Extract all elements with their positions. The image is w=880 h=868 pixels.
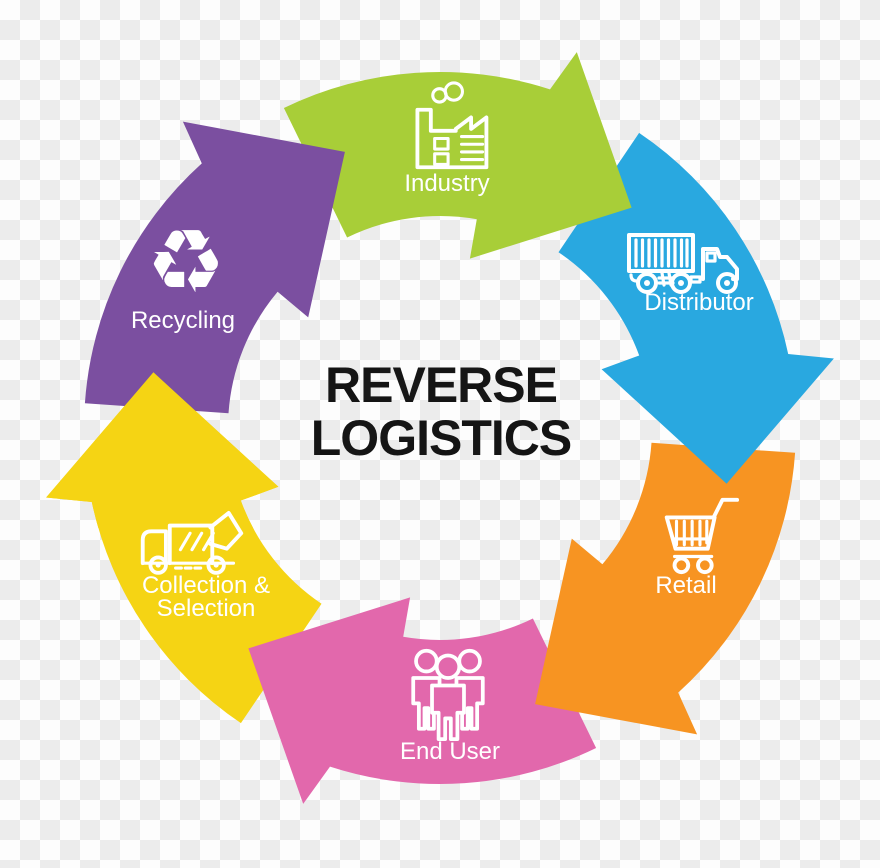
- diagram-title-line1: REVERSE: [325, 357, 558, 413]
- label-end-user: End User: [399, 738, 501, 765]
- garbage-truck-icon: [135, 501, 249, 579]
- label-retail: Retail: [655, 572, 717, 599]
- label-industry: Industry: [404, 170, 490, 197]
- arrow-collection-head-overlap: [46, 372, 279, 528]
- diagram-title: REVERSE LOGISTICS: [310, 357, 572, 466]
- label-distributor: Distributor: [644, 289, 754, 316]
- recycle-icon: ♻: [146, 210, 226, 313]
- arrow-retail: [535, 442, 796, 735]
- arrow-recycling: [84, 121, 345, 414]
- label-collection-line1: Collection &: [141, 572, 271, 599]
- factory-icon: [400, 81, 500, 173]
- label-collection-line2: Selection: [156, 595, 256, 622]
- label-recycling: Recycling: [130, 307, 236, 334]
- people-icon: [401, 646, 495, 742]
- truck-icon: [623, 227, 749, 299]
- arrow-industry: [283, 52, 632, 259]
- label-collection: Collection & Selection: [141, 572, 271, 622]
- arrow-distributor: [558, 132, 834, 484]
- diagram-title-line2: LOGISTICS: [310, 410, 572, 466]
- shopping-cart-icon: [655, 490, 741, 580]
